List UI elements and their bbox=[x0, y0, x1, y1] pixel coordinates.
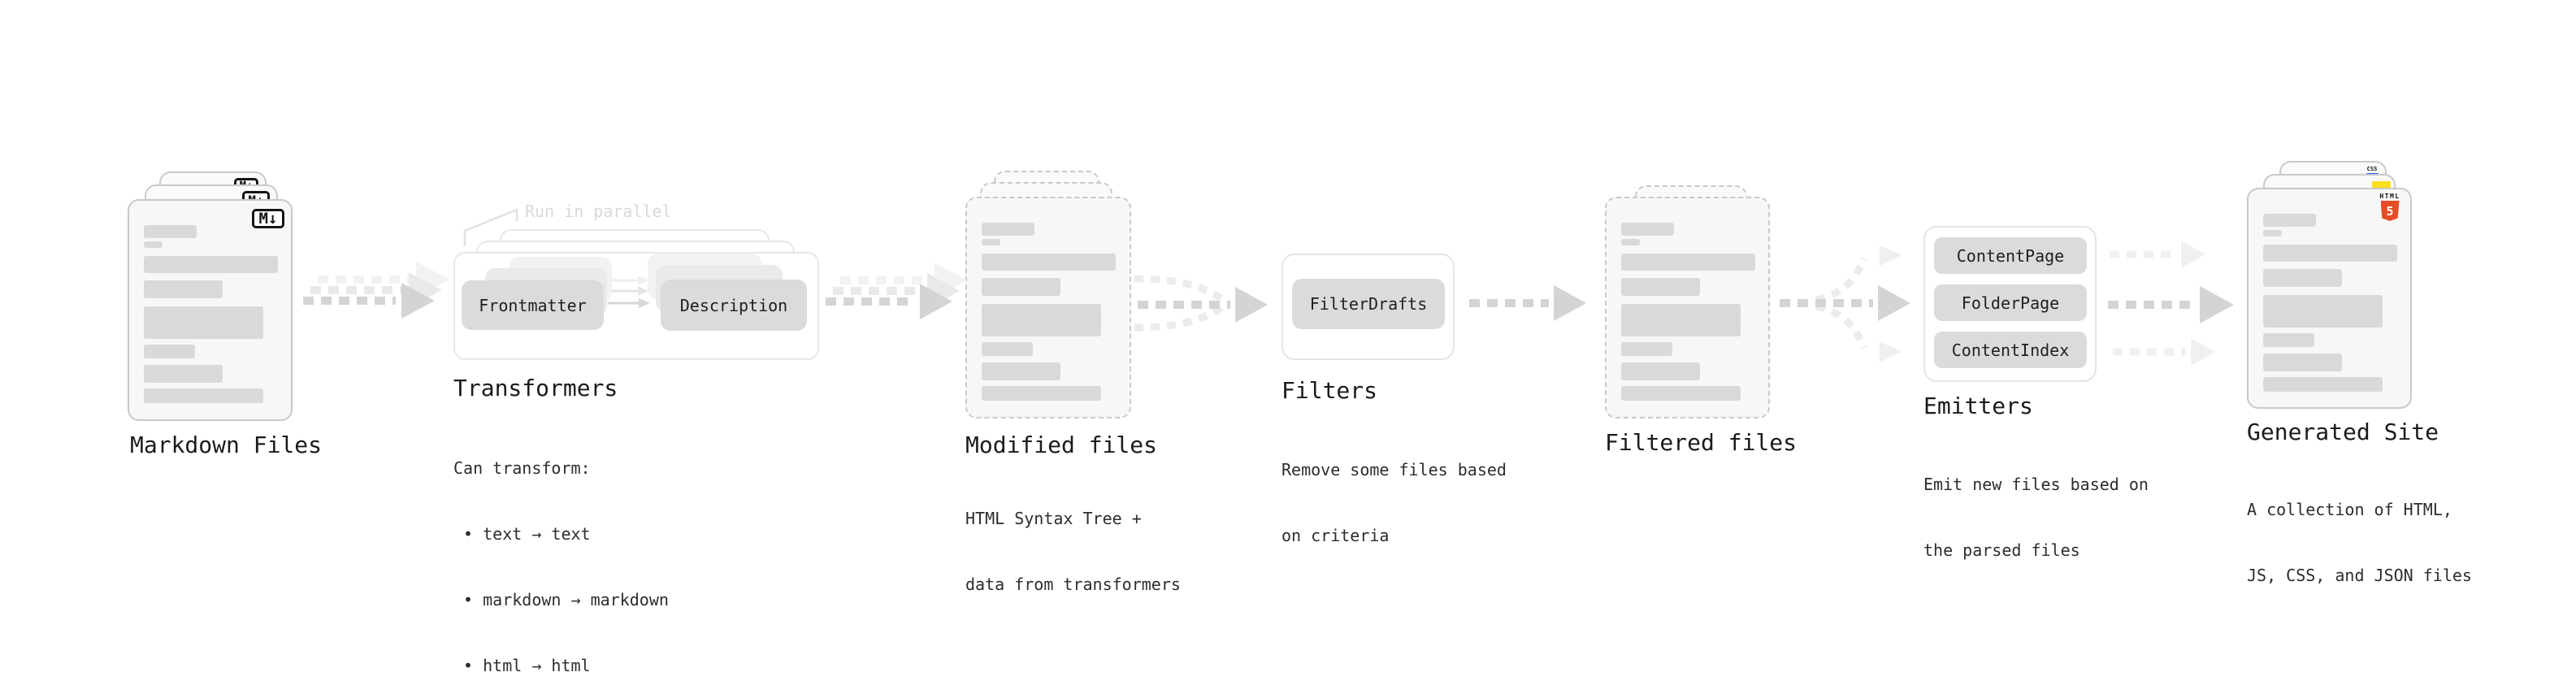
html5-shield: 5 bbox=[2380, 201, 2400, 221]
stage-title-filters: Filters bbox=[1281, 377, 1378, 404]
stage-title-generated-site: Generated Site bbox=[2247, 419, 2439, 445]
description-line: A collection of HTML, bbox=[2247, 500, 2452, 519]
generated-html-file-card: HTML 5 bbox=[2247, 188, 2412, 409]
arrow-transformers-to-modified bbox=[826, 262, 967, 319]
description-line: HTML Syntax Tree + bbox=[965, 509, 1142, 528]
placeholder-bar bbox=[982, 239, 1000, 245]
arrow-markdown-to-transformers bbox=[303, 262, 449, 319]
placeholder-bar bbox=[2263, 214, 2316, 227]
run-in-parallel-annotation: Run in parallel bbox=[525, 202, 672, 221]
placeholder-bar bbox=[1621, 278, 1700, 296]
placeholder-bar bbox=[982, 386, 1101, 401]
description-line: Remove some files based bbox=[1281, 460, 1507, 479]
placeholder-bar bbox=[2263, 245, 2397, 262]
description-line: on criteria bbox=[1281, 526, 1390, 545]
filters-description: Remove some files based on criteria bbox=[1281, 415, 1507, 591]
markdown-logo-icon: M↓ bbox=[252, 209, 284, 228]
description-line: • html → html bbox=[453, 656, 591, 675]
description-transformer-box: Description bbox=[661, 280, 807, 331]
arrow-emitters-to-generated bbox=[2108, 241, 2234, 366]
stage-title-modified-files: Modified files bbox=[965, 432, 1158, 458]
placeholder-bar bbox=[144, 241, 163, 248]
placeholder-bar bbox=[2263, 354, 2342, 371]
placeholder-bar bbox=[1621, 362, 1700, 380]
placeholder-bar bbox=[1621, 254, 1755, 271]
placeholder-bar bbox=[2263, 230, 2282, 236]
placeholder-bar bbox=[144, 306, 263, 339]
placeholder-bar bbox=[982, 278, 1060, 296]
html5-shield-number: 5 bbox=[2386, 203, 2394, 219]
placeholder-bar bbox=[144, 225, 197, 238]
placeholder-bar bbox=[2263, 295, 2383, 327]
placeholder-bar bbox=[144, 345, 195, 358]
stage-title-filtered-files: Filtered files bbox=[1605, 429, 1798, 456]
emitters-description: Emit new files based on the parsed files bbox=[1923, 430, 2149, 605]
filtered-file-card-front bbox=[1605, 197, 1770, 419]
placeholder-bar bbox=[2263, 333, 2314, 347]
placeholder-bar bbox=[1621, 386, 1741, 401]
html5-logo-icon: HTML 5 bbox=[2379, 193, 2401, 221]
stage-title-transformers: Transformers bbox=[453, 375, 618, 401]
placeholder-bar bbox=[144, 256, 278, 273]
modified-file-card-front bbox=[965, 197, 1131, 419]
folderpage-emitter-box: FolderPage bbox=[1934, 284, 2087, 321]
stage-title-emitters: Emitters bbox=[1923, 393, 2033, 419]
description-line: Can transform: bbox=[453, 458, 591, 478]
javascript-logo-icon bbox=[2372, 181, 2391, 190]
frontmatter-transformer-box: Frontmatter bbox=[462, 280, 604, 330]
placeholder-bar bbox=[982, 254, 1116, 271]
placeholder-bar bbox=[1621, 342, 1672, 356]
description-line: data from transformers bbox=[965, 575, 1181, 594]
description-line: Emit new files based on bbox=[1923, 475, 2149, 494]
generated-site-description: A collection of HTML, JS, CSS, and JSON … bbox=[2247, 455, 2472, 631]
modified-files-description: HTML Syntax Tree + data from transformer… bbox=[965, 464, 1181, 640]
placeholder-bar bbox=[1621, 239, 1640, 245]
description-line: • text → text bbox=[453, 524, 591, 544]
arrow-filters-to-filtered bbox=[1469, 285, 1586, 321]
html5-logo-text: HTML bbox=[2379, 193, 2400, 200]
placeholder-bar bbox=[2263, 269, 2342, 287]
placeholder-bar bbox=[144, 365, 223, 383]
placeholder-bar bbox=[144, 280, 223, 298]
placeholder-bar bbox=[1621, 304, 1741, 336]
css-logo-text: CSS bbox=[2366, 166, 2378, 172]
placeholder-bar bbox=[1621, 223, 1674, 236]
placeholder-bar bbox=[2263, 377, 2383, 392]
description-line: JS, CSS, and JSON files bbox=[2247, 566, 2472, 585]
placeholder-bar bbox=[982, 223, 1034, 236]
description-line: the parsed files bbox=[1923, 540, 2080, 560]
description-line: • markdown → markdown bbox=[453, 590, 669, 609]
contentpage-emitter-box: ContentPage bbox=[1934, 237, 2087, 274]
placeholder-bar bbox=[982, 342, 1033, 356]
stage-title-markdown-files: Markdown Files bbox=[130, 432, 323, 458]
filterdrafts-filter-box: FilterDrafts bbox=[1292, 279, 1445, 329]
placeholder-bar bbox=[144, 388, 263, 403]
transformers-description: Can transform: • text → text • markdown … bbox=[453, 414, 669, 681]
arrow-modified-to-filters bbox=[1134, 275, 1268, 332]
placeholder-bar bbox=[982, 304, 1101, 336]
markdown-file-card-front: M↓ bbox=[128, 199, 293, 421]
placeholder-bar bbox=[982, 362, 1060, 380]
arrow-filtered-to-emitters bbox=[1780, 245, 1910, 362]
contentindex-emitter-box: ContentIndex bbox=[1934, 332, 2087, 368]
